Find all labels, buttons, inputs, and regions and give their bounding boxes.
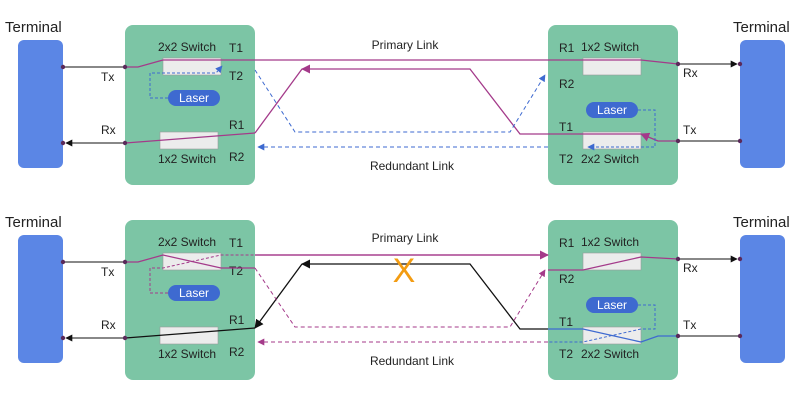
left-terminal-box xyxy=(18,235,63,363)
primary-return-to-r1 xyxy=(254,68,303,134)
right-laser-label: Laser xyxy=(597,103,627,117)
right-laser-pill xyxy=(586,102,638,118)
right-terminal-label: Terminal xyxy=(733,19,790,36)
left-tx-into-switch xyxy=(125,59,164,68)
left-top-port2-label: T2 xyxy=(229,69,243,83)
left-bottom-port2-label: R2 xyxy=(229,150,245,164)
left-tx-into-switch xyxy=(125,254,255,269)
right-rx-label: Rx xyxy=(683,66,698,80)
redundant-forward-link xyxy=(254,267,546,328)
connector-dots xyxy=(60,256,743,341)
left-bottom-switch-label: 1x2 Switch xyxy=(158,152,216,166)
diagram-normal: Terminal Terminal Laser Laser 2x2 Switch… xyxy=(5,19,790,185)
primary-return-link-failed xyxy=(301,259,548,330)
right-tx-into-switch xyxy=(640,132,678,142)
right-laser-feed xyxy=(587,109,656,151)
right-bottom-switch-label: 2x2 Switch xyxy=(581,347,639,361)
left-top-switch-label: 2x2 Switch xyxy=(158,235,216,249)
left-laser-feed xyxy=(149,254,255,294)
right-laser-label: Laser xyxy=(597,298,627,312)
left-top-port2-label: T2 xyxy=(229,264,243,278)
primary-return-to-r1 xyxy=(254,263,303,329)
redundant-link-label: Redundant Link xyxy=(370,354,455,368)
left-laser-label: Laser xyxy=(179,91,209,105)
right-top-port2-label: R2 xyxy=(559,77,575,91)
left-bottom-port2-label: R2 xyxy=(229,345,245,359)
left-laser-pill xyxy=(168,90,220,106)
right-tx-into-switch xyxy=(548,328,678,343)
right-top-port2-label: R2 xyxy=(559,272,575,286)
right-1x2-switch-box xyxy=(582,252,642,271)
left-terminal-label: Terminal xyxy=(5,19,62,36)
right-top-port1-label: R1 xyxy=(559,236,575,250)
right-terminal-box xyxy=(740,40,785,168)
left-top-port1-label: T1 xyxy=(229,236,243,250)
right-r2-to-rx xyxy=(548,256,679,271)
right-bottom-switch-label: 2x2 Switch xyxy=(581,152,639,166)
diagram-primary-failed: Terminal Terminal Laser Laser 2x2 Switch… xyxy=(5,214,790,380)
left-top-switch-label: 2x2 Switch xyxy=(158,40,216,54)
left-bottom-port1-label: R1 xyxy=(229,118,245,132)
left-top-port1-label: T1 xyxy=(229,41,243,55)
left-tx-label: Tx xyxy=(101,265,114,279)
right-top-port1-label: R1 xyxy=(559,41,575,55)
left-1x2-switch-box xyxy=(159,131,219,150)
primary-return-link xyxy=(301,64,548,135)
left-tx-label: Tx xyxy=(101,70,114,84)
right-bottom-port2-label: T2 xyxy=(559,152,573,166)
primary-link-label: Primary Link xyxy=(372,38,440,52)
redundant-forward-link xyxy=(254,69,546,133)
right-laser-feed xyxy=(548,304,656,343)
right-rx-label: Rx xyxy=(683,261,698,275)
right-laser-pill xyxy=(586,297,638,313)
left-rx-out-path xyxy=(124,132,256,144)
right-bottom-port2-label: T2 xyxy=(559,347,573,361)
right-tx-label: Tx xyxy=(683,318,696,332)
left-bottom-switch-label: 1x2 Switch xyxy=(158,347,216,361)
right-terminal-label: Terminal xyxy=(733,214,790,231)
right-r1-to-rx xyxy=(548,59,679,65)
left-1x2-switch-box xyxy=(159,326,219,345)
redundant-link-label: Redundant Link xyxy=(370,159,455,173)
left-rx-out-path xyxy=(124,327,256,339)
right-top-switch-label: 1x2 Switch xyxy=(581,40,639,54)
connector-dots xyxy=(60,61,743,146)
right-bottom-port1-label: T1 xyxy=(559,120,573,134)
left-laser-feed xyxy=(149,65,223,99)
right-tx-label: Tx xyxy=(683,123,696,137)
right-terminal-box xyxy=(740,235,785,363)
left-bottom-port1-label: R1 xyxy=(229,313,245,327)
primary-link-label: Primary Link xyxy=(372,231,440,245)
left-rx-label: Rx xyxy=(101,123,116,137)
left-laser-pill xyxy=(168,285,220,301)
right-1x2-switch-box xyxy=(582,57,642,76)
right-bottom-port1-label: T1 xyxy=(559,315,573,329)
left-rx-label: Rx xyxy=(101,318,116,332)
left-laser-label: Laser xyxy=(179,286,209,300)
link-failure-mark: X xyxy=(393,252,416,290)
left-terminal-label: Terminal xyxy=(5,214,62,231)
right-top-switch-label: 1x2 Switch xyxy=(581,235,639,249)
left-terminal-box xyxy=(18,40,63,168)
